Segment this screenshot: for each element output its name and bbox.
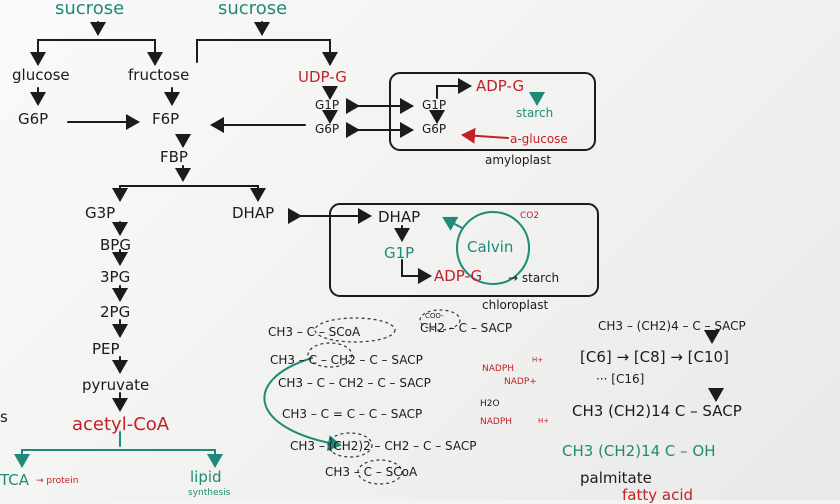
structure-acetyl-coa: CH3 – C – SCoA (268, 325, 361, 339)
chloroplast-label: chloroplast (482, 298, 549, 312)
acetyl-coa-label: acetyl-CoA (72, 414, 170, 435)
nadph-2-label: NADPH (480, 417, 513, 427)
f6p-label: F6P (152, 110, 180, 128)
fructose-label: fructose (128, 66, 190, 84)
sucrose-left-label: sucrose (55, 0, 125, 19)
starch-amylo-label: starch (516, 106, 554, 120)
g6p-a-label: G6P (315, 122, 340, 136)
nadp-label: NADP+ (504, 377, 537, 387)
structure-palmitic-acid: CH3 (CH2)14 C – OH (562, 442, 716, 460)
g3p-label: G3P (85, 204, 116, 222)
chain-elongation-label: [C6] → [C8] → [C10] (580, 348, 729, 366)
to-protein-label: → protein (36, 476, 79, 486)
glucose-label: glucose (12, 66, 70, 84)
lipid-label: lipid (190, 468, 222, 486)
structure-malonyl-acp: CH2 – C – SACP (420, 321, 513, 335)
c16-label: ··· [C16] (596, 372, 645, 386)
structure-crotonyl-acp: CH3 – C = C – C – SACP (282, 407, 423, 421)
udp-g-label: UDP-G (298, 68, 347, 86)
adp-g-chloro-label: ADP-G (434, 267, 483, 285)
edge-s-label: s (0, 408, 8, 426)
palmitate-label: palmitate (580, 469, 652, 487)
tca-label: TCA (0, 471, 30, 489)
g1p-a-label: G1P (315, 98, 340, 112)
g1p-b-label: G1P (422, 98, 447, 112)
pyruvate-label: pyruvate (82, 376, 150, 394)
dhap-right-label: DHAP (378, 208, 421, 226)
g6p-b-label: G6P (422, 122, 447, 136)
fatty-acid-label: fatty acid (622, 486, 694, 504)
coo-label: COO- (425, 312, 444, 320)
structure-palmitoyl-acp: CH3 (CH2)14 C – SACP (572, 402, 742, 420)
structure-acetoacetyl-acp: CH3 – C – CH2 – C – SACP (270, 353, 423, 367)
g6p-left-label: G6P (18, 110, 49, 128)
structure-hydroxybutyryl-acp: CH3 – C – CH2 – C – SACP (278, 376, 431, 390)
g1p-chloro-label: G1P (384, 244, 415, 262)
amyloplast-label: amyloplast (485, 153, 552, 167)
h2o-label: H2O (480, 399, 500, 409)
structure-acetyl-coa-2: CH3 – C – SCoA (325, 465, 418, 479)
dhap-left-label: DHAP (232, 204, 275, 222)
a-glucose-label: a-glucose (510, 132, 568, 146)
h-plus-2-label: H+ (538, 417, 550, 425)
fbp-label: FBP (160, 148, 188, 166)
2pg-label: 2PG (100, 303, 131, 321)
structure-butyryl-acp-right: CH3 – (CH2)4 – C – SACP (598, 319, 746, 333)
calvin-label: Calvin (467, 238, 514, 256)
synthesis-label: synthesis (188, 488, 231, 498)
bpg-label: BPG (100, 236, 131, 254)
sucrose-right-label: sucrose (218, 0, 288, 19)
to-starch-label: → starch (508, 271, 560, 285)
co2-label: CO2 (520, 211, 540, 221)
adp-g-amylo-label: ADP-G (476, 77, 525, 95)
3pg-label: 3PG (100, 268, 131, 286)
nadph-1-label: NADPH (482, 364, 515, 374)
structure-butyryl-acp: CH3 – (CH2)2 – CH2 – C – SACP (290, 439, 477, 453)
pep-label: PEP (92, 340, 120, 358)
h-plus-1-label: H+ (532, 356, 544, 364)
